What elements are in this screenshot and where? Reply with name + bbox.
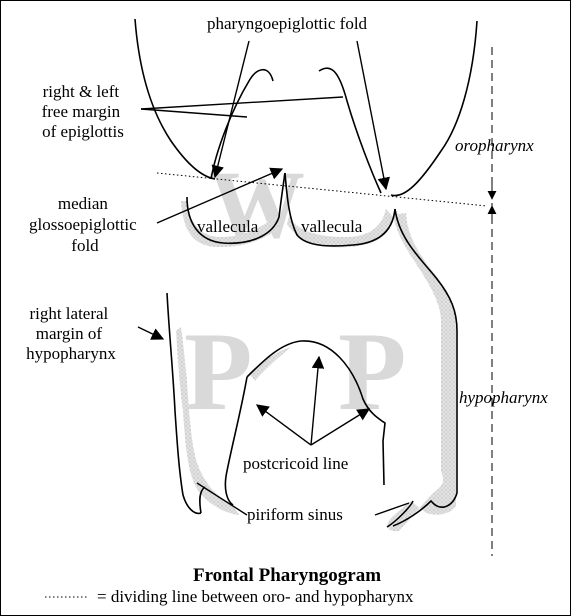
pharynx-outline	[134, 18, 478, 528]
label-piriform-sinus: piriform sinus	[247, 505, 343, 524]
watermark-letter-right: P	[338, 310, 406, 434]
label-right-lateral-margin: right lateral margin of hypopharynx	[26, 304, 116, 363]
leader-lines	[137, 40, 410, 516]
label-vallecula-right: vallecula	[301, 217, 363, 236]
label-pharyngoepiglottic-fold: pharyngoepiglottic fold	[207, 14, 368, 33]
figure-title: Frontal Pharyngogram	[193, 565, 381, 586]
label-postcricoid-line: postcricoid line	[243, 454, 348, 473]
label-vallecula-left: vallecula	[197, 217, 259, 236]
label-free-margin: right & left free margin of epiglottis	[42, 82, 125, 141]
label-oropharynx: oropharynx	[455, 136, 534, 155]
label-median-glossoepiglottic-fold: median glossoepiglottic fold	[29, 194, 141, 255]
legend-text: = dividing line between oro- and hypopha…	[97, 587, 414, 606]
contrast-coating	[176, 201, 456, 532]
watermark-letter-left: P	[184, 310, 252, 434]
dividing-line	[156, 172, 488, 207]
label-hypopharynx: hypopharynx	[459, 388, 548, 407]
